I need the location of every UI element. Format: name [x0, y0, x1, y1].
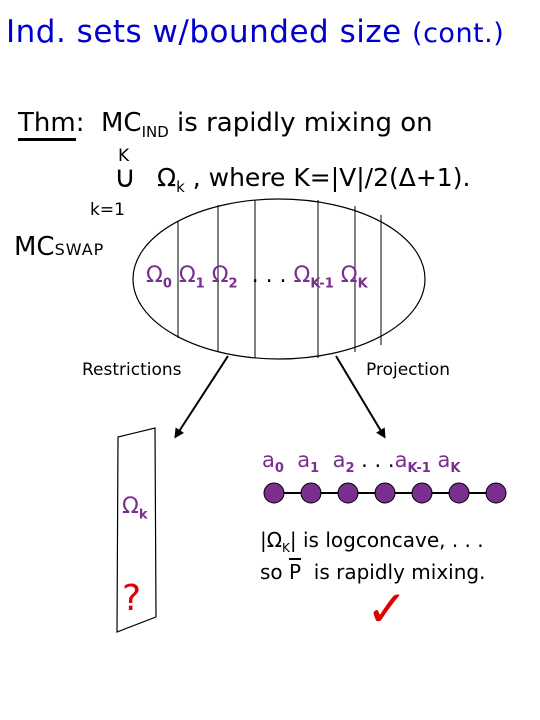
omega-partition-labels: Ω0 Ω1 Ω2 . . . ΩK-1 ΩK: [146, 263, 368, 291]
chain-node: [263, 482, 285, 504]
p-bar: P: [289, 560, 302, 584]
restrictions-arrow: [174, 355, 229, 439]
chain-node: [411, 482, 433, 504]
union-omega-sub: k: [176, 178, 185, 196]
omega-dots: . . .: [251, 263, 287, 288]
omega-0: Ω0: [146, 263, 172, 292]
state-space-ellipse: [132, 198, 426, 360]
a-dots: . . .: [361, 448, 395, 472]
union-omega: Ω: [157, 163, 177, 192]
theorem-line: Thm: MCIND is rapidly mixing on: [18, 108, 433, 141]
rapid-mixing-statement: so P is rapidly mixing.: [260, 560, 486, 584]
omega-2: Ω2: [211, 263, 238, 292]
projection-arrow: [335, 355, 386, 439]
slide-title: Ind. sets w/bounded size (cont.): [6, 14, 504, 50]
chain-node: [448, 482, 470, 504]
a-1: a1: [297, 448, 320, 477]
a-2: a2: [332, 448, 355, 477]
chain-node: [300, 482, 322, 504]
union-where: , where K=|V|/2(Δ+1).: [192, 163, 471, 192]
chain-node: [337, 482, 359, 504]
a-k: aK: [437, 448, 461, 477]
union-expression: Ωk , where K=|V|/2(Δ+1).: [157, 163, 470, 196]
a-0: a0: [262, 448, 284, 477]
theorem-label: Thm: [18, 108, 76, 141]
theorem-mc-sub: IND: [141, 123, 169, 142]
logconcave-statement: |ΩK| is logconcave, . . .: [260, 528, 484, 555]
restrictions-label: Restrictions: [82, 360, 182, 380]
omega-k-cap: ΩK: [340, 263, 368, 292]
a-values-row: a0 a1 a2 . . .aK-1 aK: [262, 448, 460, 476]
mcswap-base: MC: [14, 232, 55, 262]
chain-node: [374, 482, 396, 504]
omega-k-slab: [116, 427, 157, 633]
a-k-minus-1: aK-1: [394, 448, 431, 477]
omega-1: Ω1: [178, 263, 205, 292]
mcswap-small: SWAP: [54, 240, 105, 259]
title-paren: (cont.): [412, 18, 505, 49]
title-main: Ind. sets w/bounded size: [6, 14, 402, 50]
omega-k-minus-1: ΩK-1: [293, 263, 334, 292]
theorem-colon: :: [75, 108, 85, 138]
union-upper-limit: K: [118, 146, 130, 166]
chain-nodes: [263, 482, 507, 504]
question-mark: ?: [122, 578, 142, 619]
mcswap-label: MCSWAP: [14, 232, 104, 262]
union-lower-limit: k=1: [90, 200, 125, 220]
projection-label: Projection: [366, 360, 451, 380]
chain-node: [485, 482, 507, 504]
theorem-text: is rapidly mixing on: [177, 108, 433, 138]
theorem-mc: MC: [100, 108, 142, 138]
union-symbol: ∪: [114, 160, 136, 195]
checkmark-icon: ✓: [366, 580, 408, 638]
omega-k-label: Ωk: [122, 494, 148, 523]
